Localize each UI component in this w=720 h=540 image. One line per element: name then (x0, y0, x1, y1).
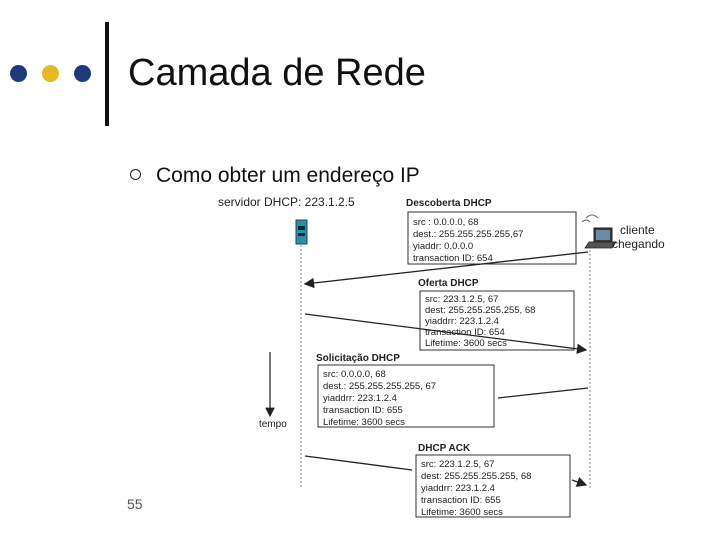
msg-discover-line: transaction ID: 654 (413, 253, 493, 264)
client-label-line2: chegando (612, 237, 665, 251)
msg-request-line: src: 0.0.0.0, 68 (323, 369, 386, 380)
bullet-icon (130, 169, 141, 180)
msg-offer-line: src: 223.1.2.5, 67 (425, 294, 498, 305)
page-number: 55 (127, 496, 143, 512)
decor-dot-1 (10, 65, 27, 82)
title-divider (105, 22, 109, 126)
msg-ack-line: dest: 255.255.255.255, 68 (421, 471, 531, 482)
msg-discover-line: yiaddr: 0.0.0.0 (413, 241, 473, 252)
msg-discover-line: dest.: 255.255.255.255,67 (413, 229, 523, 240)
msg-offer-line: yiaddrr: 223.1.2.4 (425, 316, 499, 327)
msg-discover-line: src : 0.0.0.0, 68 (413, 217, 478, 228)
msg-discover-title: Descoberta DHCP (406, 198, 492, 209)
msg-offer-title: Oferta DHCP (418, 278, 479, 289)
msg-ack-arrow-tip (571, 477, 588, 487)
msg-request-line: dest.: 255.255.255.255, 67 (323, 381, 436, 392)
msg-ack-line: yiaddrr: 223.1.2.4 (421, 483, 495, 494)
time-label: tempo (259, 419, 287, 430)
msg-request-line: yiaddrr: 223.1.2.4 (323, 393, 397, 404)
decor-dot-2 (42, 65, 59, 82)
msg-ack-line: src: 223.1.2.5, 67 (421, 459, 494, 470)
msg-request-arrow (497, 387, 589, 399)
server-label: servidor DHCP: 223.1.2.5 (218, 195, 355, 209)
msg-offer-box (419, 290, 575, 351)
msg-discover-box (407, 211, 577, 265)
msg-ack-line: Lifetime: 3600 secs (421, 507, 503, 518)
msg-offer-line: Lifetime: 3600 secs (425, 338, 507, 349)
msg-ack-arrow (304, 455, 413, 471)
msg-offer-line: dest: 255.255.255.255, 68 (425, 305, 535, 316)
msg-ack-line: transaction ID: 655 (421, 495, 501, 506)
laptop-icon (581, 214, 617, 249)
msg-ack-title: DHCP ACK (418, 443, 471, 454)
decor-dot-3 (74, 65, 91, 82)
msg-discover-arrow (303, 251, 589, 289)
bullet-text: Como obter um endereço IP (156, 164, 420, 187)
msg-ack-box (415, 454, 571, 518)
server-icon (295, 219, 308, 245)
msg-request-line: transaction ID: 655 (323, 405, 403, 416)
client-label-line1: cliente (620, 223, 655, 237)
msg-offer-arrow (304, 313, 588, 355)
slide-title: Camada de Rede (128, 52, 426, 94)
msg-request-title: Solicitação DHCP (316, 353, 400, 364)
msg-request-line: Lifetime: 3600 secs (323, 417, 405, 428)
msg-request-box (317, 364, 495, 428)
msg-offer-line: transaction ID: 654 (425, 327, 505, 338)
